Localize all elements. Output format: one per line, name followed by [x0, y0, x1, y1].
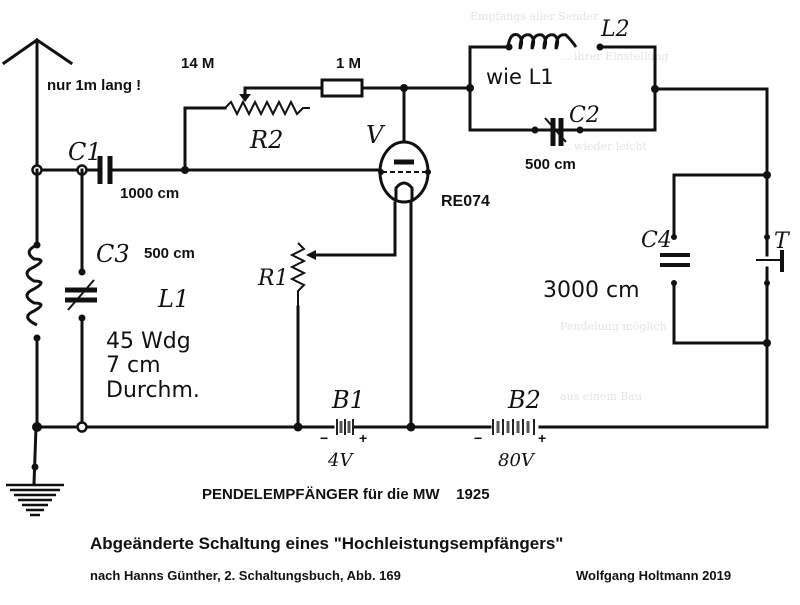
- r2-designator: R2: [249, 126, 283, 154]
- l2-designator: L2: [600, 17, 630, 42]
- right-loop-c4-headphones: [653, 87, 784, 429]
- battery-b2: [492, 419, 535, 435]
- l2-note: wie L1: [486, 65, 554, 89]
- svg-text:... wieder leicht: ... wieder leicht: [560, 140, 648, 153]
- c4-designator: C4: [641, 228, 672, 253]
- b1-plus: +: [359, 430, 367, 446]
- r1-designator: R1: [257, 266, 289, 291]
- svg-text:Pendelung möglich: Pendelung möglich: [560, 320, 667, 333]
- source-reference: nach Hanns Günther, 2. Schaltungsbuch, A…: [90, 568, 401, 583]
- resistor-1m-value: 1 M: [336, 55, 361, 72]
- tube-v: [316, 86, 431, 430]
- b2-plus: +: [538, 430, 546, 446]
- b2-designator: B2: [507, 386, 541, 414]
- diagram-subtitle: Abgeänderte Schaltung eines "Hochleistun…: [90, 534, 563, 553]
- t-designator: T: [774, 229, 791, 254]
- potentiometer-r2: [183, 86, 324, 172]
- potentiometer-r1: [289, 242, 320, 429]
- l1-diameter: 7 cm: [106, 353, 161, 378]
- ground-symbol: [6, 425, 64, 517]
- svg-text:aus einem Bau: aus einem Bau: [560, 390, 642, 403]
- c3-designator: C3: [96, 240, 130, 268]
- l1-turns: 45 Wdg: [106, 329, 191, 354]
- b1-minus: −: [320, 430, 328, 446]
- l1-designator: L1: [157, 285, 189, 313]
- c3-value: 500 cm: [144, 245, 195, 262]
- antenna-symbol: [1, 37, 74, 172]
- ground-rail: [32, 421, 769, 433]
- c2-value: 500 cm: [525, 156, 576, 173]
- c2-designator: C2: [569, 103, 600, 128]
- c4-value: 3000 cm: [543, 278, 640, 303]
- capacitor-c1: [97, 156, 113, 184]
- diagram-title: PENDELEMPFÄNGER für die MW 1925: [202, 486, 490, 503]
- tank-circuit-l2-c2: [466, 33, 659, 146]
- b2-minus: −: [474, 430, 482, 446]
- v-designator: V: [366, 121, 386, 149]
- c1-designator: C1: [68, 138, 102, 166]
- input-tank-l1-c3: [25, 168, 97, 429]
- b1-voltage: 4V: [327, 450, 354, 471]
- b2-voltage: 80V: [498, 450, 536, 471]
- c1-value: 1000 cm: [120, 185, 179, 202]
- l1-diameter-label: Durchm.: [106, 378, 200, 403]
- author-credit: Wolfgang Holtmann 2019: [576, 568, 731, 583]
- resistor-1m: [320, 78, 472, 98]
- b1-designator: B1: [331, 386, 365, 414]
- battery-b1: [336, 419, 354, 435]
- scanned-background-text: Empfangs aller Sender ... ... ihrer Eins…: [470, 10, 669, 403]
- svg-text:... ihrer Einstellung: ... ihrer Einstellung: [560, 50, 669, 63]
- tube-type: RE074: [441, 193, 490, 210]
- r2-value: 14 M: [181, 55, 214, 72]
- input-wiring: [31, 164, 402, 176]
- antenna-length-note: nur 1m lang !: [47, 77, 141, 94]
- svg-text:Empfangs aller Sender ...: Empfangs aller Sender ...: [470, 10, 612, 23]
